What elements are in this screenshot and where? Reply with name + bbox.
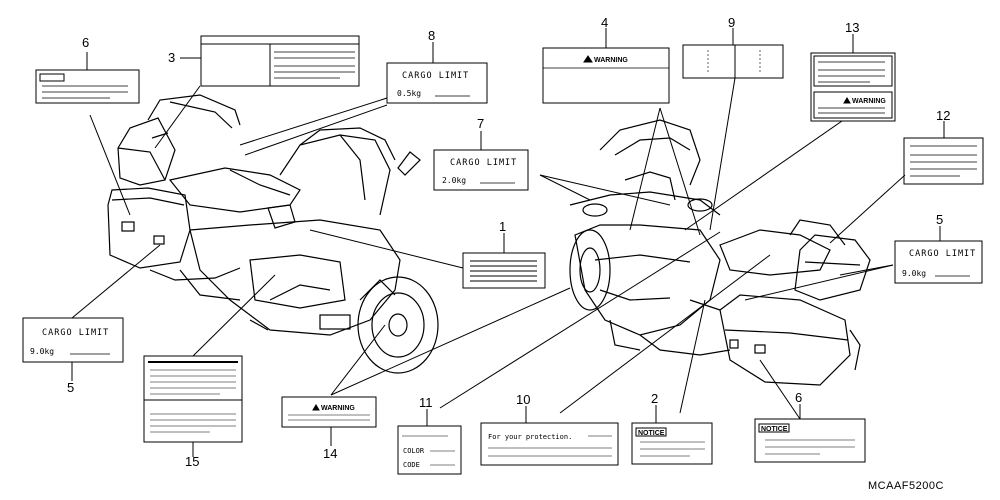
label-6-right-notice-text: NOTICE	[761, 426, 788, 433]
callout-6-right: 6	[795, 390, 802, 405]
callout-1: 1	[499, 219, 506, 234]
callout-5-right: 5	[936, 212, 943, 227]
label-6-left	[35, 69, 140, 104]
label-13	[810, 52, 896, 122]
label-2-notice-text: NOTICE	[638, 430, 665, 437]
label-15	[143, 355, 243, 443]
callout-numbers: 6 3 8 7 1 4 9 13 12 5 5 15 14 11 10 2 6	[67, 15, 950, 469]
label-8-value: 0.5kg	[397, 89, 421, 98]
label-14-warning	[281, 396, 377, 428]
callout-6-left: 6	[82, 35, 89, 50]
callout-5-left: 5	[67, 380, 74, 395]
label-5-left-value: 9.0kg	[30, 347, 54, 356]
callout-11: 11	[419, 395, 433, 410]
label-5-left-cargo	[22, 317, 124, 363]
label-8-cargo	[386, 62, 488, 104]
callout-7: 7	[477, 116, 484, 131]
label-4-warning-text: WARNING	[594, 57, 628, 64]
label-5-right-cargo	[894, 240, 983, 284]
leader-lines	[71, 28, 945, 457]
callout-14: 14	[323, 446, 337, 461]
label-texts: CARGO LIMIT 0.5kg CARGO LIMIT 2.0kg CARG…	[30, 57, 976, 492]
callout-15: 15	[185, 454, 199, 469]
callout-12: 12	[936, 108, 950, 123]
label-10	[480, 422, 619, 466]
label-9	[682, 44, 784, 79]
label-10-text: For your protection.	[488, 433, 572, 441]
callout-4: 4	[601, 15, 608, 30]
label-7-title: CARGO LIMIT	[450, 158, 517, 168]
label-7-value: 2.0kg	[442, 176, 466, 185]
callout-8: 8	[428, 28, 435, 43]
callout-9: 9	[728, 15, 735, 30]
label-8-title: CARGO LIMIT	[402, 71, 469, 81]
callout-2: 2	[651, 391, 658, 406]
label-11-color: COLOR	[403, 447, 425, 455]
figure-code: MCAAF5200C	[868, 480, 944, 492]
label-13-warning-text: WARNING	[852, 98, 886, 105]
label-12	[903, 137, 984, 185]
label-3	[200, 35, 360, 87]
right-motorcycle-drawing	[569, 119, 871, 386]
label-1	[462, 252, 546, 289]
callout-3: 3	[168, 50, 175, 65]
label-2-notice	[631, 422, 713, 465]
callout-13: 13	[845, 20, 859, 35]
callout-10: 10	[516, 392, 530, 407]
left-motorcycle-drawing	[107, 94, 439, 374]
label-6-right-notice	[754, 418, 866, 463]
label-5-right-title: CARGO LIMIT	[909, 249, 976, 259]
label-5-left-title: CARGO LIMIT	[42, 328, 109, 338]
label-11-code: CODE	[403, 461, 420, 469]
label-14-warning-text: WARNING	[321, 405, 355, 412]
label-11	[397, 425, 462, 475]
label-5-right-value: 9.0kg	[902, 269, 926, 278]
